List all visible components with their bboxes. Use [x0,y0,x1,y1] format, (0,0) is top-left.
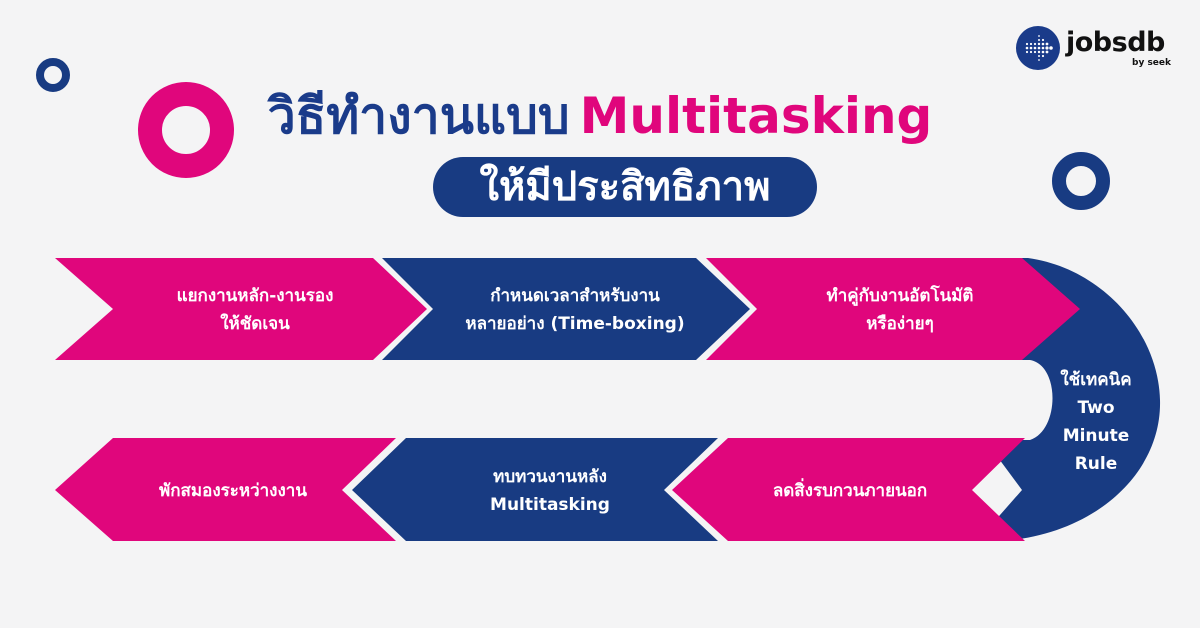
step-2-line-2: หลายอย่าง (Time-boxing) [465,314,685,334]
step-7-label: พักสมองระหว่างงาน [88,477,378,505]
step-6-label: ทบทวนงานหลัง Multitasking [395,463,705,519]
step-6-line-1: ทบทวนงานหลัง [493,467,607,487]
jobsdb-arrow-icon [1016,26,1060,70]
step-4-line-4: Rule [1074,454,1118,474]
step-4-line-3: Minute [1062,426,1130,446]
step-4-line-1: ใช้เทคนิค [1060,370,1132,390]
small-navy-ring-icon [36,58,70,92]
jobsdb-logo[interactable]: jobsdb by seek [1016,26,1176,76]
step-1-label: แยกงานหลัก-งานรอง ให้ชัดเจน [110,282,400,338]
right-navy-ring-icon [1052,152,1110,210]
step-5-label: ลดสิ่งรบกวนภายนอก [700,477,1000,505]
step-3-arrow-shape [706,258,1080,360]
step-1-line-2: ให้ชัดเจน [220,314,290,334]
logo-subtext: by seek [1132,58,1171,68]
large-magenta-ring-icon [138,82,234,178]
step-3-line-1: ทำคู่กับงานอัตโนมัติ [826,286,974,306]
step-6-arrow-shape [352,438,718,541]
step-4-line-2: Two [1077,398,1115,418]
step-3-label: ทำคู่กับงานอัตโนมัติ หรือง่ายๆ [755,282,1045,338]
step-1-arrow-shape [55,258,427,360]
step-1-line-1: แยกงานหลัก-งานรอง [176,286,334,306]
step-4-label: ใช้เทคนิค Two Minute Rule [1046,366,1146,478]
step-2-label: กำหนดเวลาสำหรับงาน หลายอย่าง (Time-boxin… [430,282,720,338]
step-3-line-2: หรือง่ายๆ [866,314,934,334]
title-english: Multitasking [579,87,933,145]
step-7-line-1: พักสมองระหว่างงาน [159,481,307,501]
subtitle-pill: ให้มีประสิทธิภาพ [433,157,817,217]
step-5-arrow-shape [672,438,1025,541]
step-7-arrow-shape [55,438,396,541]
step-6-line-2: Multitasking [490,495,610,515]
logo-wordmark: jobsdb [1066,27,1165,58]
title-thai: วิธีทำงานแบบ [267,87,570,145]
step-5-line-1: ลดสิ่งรบกวนภายนอก [772,481,928,501]
step-2-arrow-shape [382,258,750,360]
step-2-line-1: กำหนดเวลาสำหรับงาน [490,286,660,306]
